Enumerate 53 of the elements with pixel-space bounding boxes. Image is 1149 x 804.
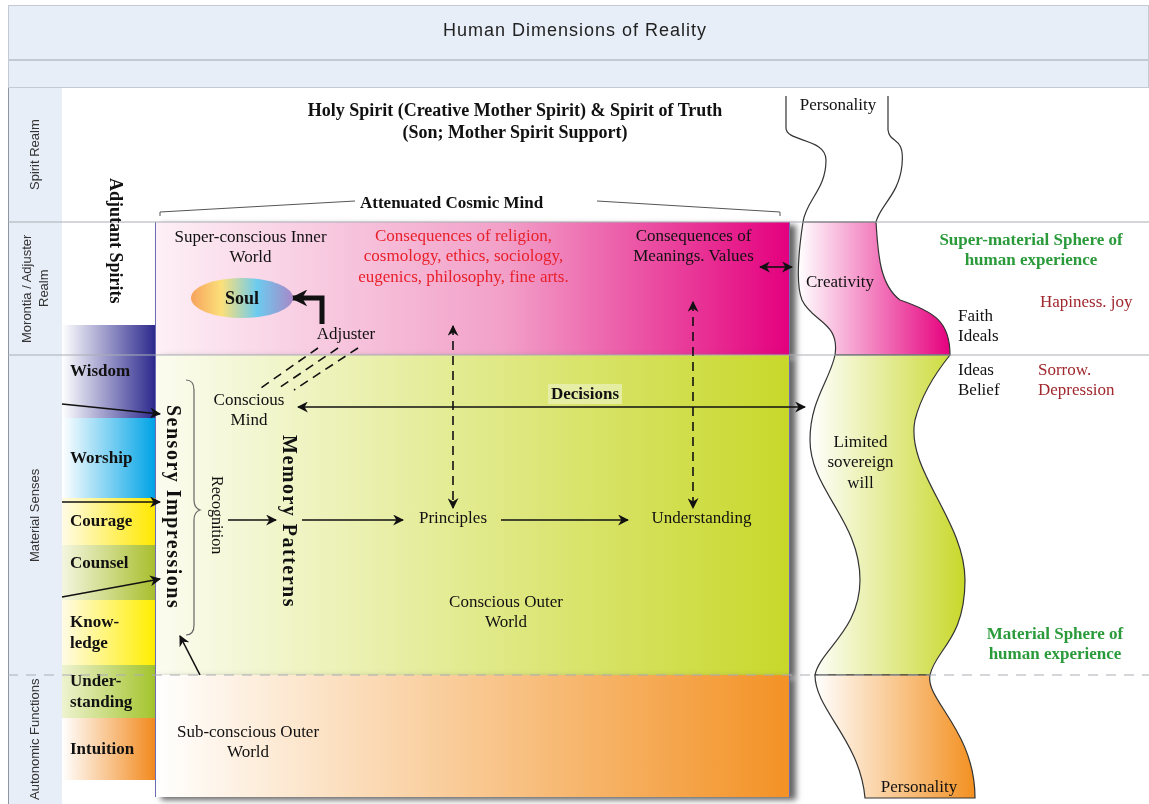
band-label: Limited sovereign will (826, 432, 895, 494)
region-heading: Sub-conscious Outer World (175, 722, 321, 763)
arrow (227, 514, 278, 526)
bracket-label: Attenuated Cosmic Mind (360, 193, 544, 214)
adjutant-band: Under- standing (62, 665, 155, 718)
concept-label: Principles (404, 508, 502, 532)
vertical-label: Adjutant Spirits (104, 178, 126, 304)
consequences-text: Consequences of religion, cosmology, ethics, sociology, eugenics, philosophy, fine arts. (346, 226, 581, 326)
arrow (301, 514, 405, 526)
double-arrow (687, 300, 699, 510)
diagram-title: Human Dimensions of Reality (441, 20, 709, 41)
feeling-label: Sorrow. Depression (1038, 360, 1116, 401)
double-arrow (758, 261, 794, 273)
sphere-label: Super-material Sphere of human experience (938, 230, 1124, 271)
adjutant-band: Worship (62, 418, 155, 498)
feeling-label: Hapiness. joy (1040, 292, 1134, 313)
band-label: Personality (798, 95, 878, 116)
mind-region (155, 355, 790, 675)
arrow (61, 496, 162, 508)
concept-label: Adjuster (301, 324, 391, 348)
concept-label: Consequences of Meanings. Values (626, 226, 761, 302)
realm-band: Material Senses (8, 355, 62, 675)
heading-text: Holy Spirit (Creative Mother Spirit) & Spirit of Truth (Son; Mother Spirit Support) (306, 100, 724, 144)
vertical-label: Sensory Impressions (161, 378, 187, 636)
double-arrow (447, 324, 459, 510)
arrow (500, 514, 630, 526)
edge-label: Decisions (548, 384, 622, 405)
concept-label: Understanding (629, 508, 774, 532)
realm-band: Morontia / Adjuster Realm (8, 222, 62, 355)
arrow (179, 635, 201, 676)
band-label: Personality (879, 777, 959, 798)
adjutant-band: Counsel (62, 545, 155, 600)
adjutant-band: Wisdom (62, 325, 155, 418)
state-label: Ideas Belief (958, 360, 1001, 401)
region-heading: Conscious Outer World (448, 592, 564, 633)
mind-region (155, 222, 790, 355)
adjutant-band: Know- ledge (62, 600, 155, 665)
band-label: Creativity (805, 272, 875, 293)
connector-line (293, 347, 359, 391)
arrow (290, 289, 325, 324)
realm-band: Autonomic Functions (8, 675, 62, 804)
sphere-label: Material Sphere of human experience (985, 624, 1125, 665)
adjutant-band: Courage (62, 498, 155, 545)
arrow (61, 575, 162, 598)
vertical-label: Recognition (205, 455, 229, 575)
mind-region (155, 675, 790, 797)
arrow (61, 403, 162, 419)
double-arrow (296, 401, 807, 413)
adjutant-band: Intuition (62, 718, 155, 780)
region-heading: Super-conscious Inner World (173, 227, 328, 268)
state-label: Faith Ideals (958, 306, 1000, 347)
realm-band: Spirit Realm (8, 88, 62, 222)
soul-ellipse: Soul (191, 278, 293, 318)
